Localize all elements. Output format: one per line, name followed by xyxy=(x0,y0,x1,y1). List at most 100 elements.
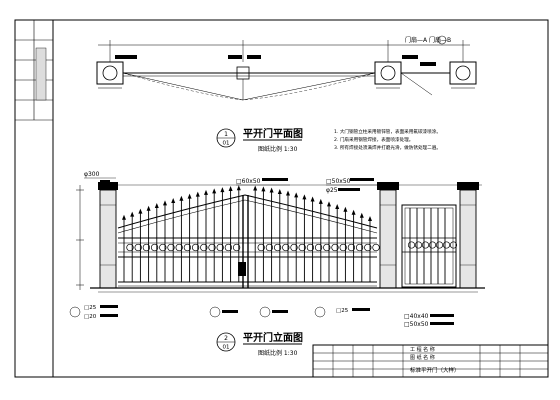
ring-ornament xyxy=(449,241,458,249)
drawing-label: 图 纸 名 称 xyxy=(410,354,435,361)
plan-view: 门扇—A 门扇—B 1 01 平开门平面图 图纸比例 1:30 1. 大门钢管立… xyxy=(96,35,477,153)
plan-notes: 1. 大门钢管立柱采用镀锌管，表面采用氟碳漆喷涂。 2. 门扇采用钢管焊接，表面… xyxy=(334,128,441,151)
spear-tip xyxy=(343,206,348,212)
ring-band xyxy=(407,241,458,249)
ring-ornament xyxy=(355,243,364,252)
elevation-title-block: 2 01 平开门立面图 图纸比例 1:30 xyxy=(216,331,303,357)
ring-ornament xyxy=(364,243,372,252)
spear-tip xyxy=(154,203,159,209)
ring-ornament xyxy=(167,243,175,252)
ring-ornament xyxy=(323,243,331,252)
elevation-pillar xyxy=(377,182,399,289)
elevation-view: φ300 □60x50 □50x50 φ25 □25 □20 □25 □40x4… xyxy=(69,171,485,357)
ring-ornament xyxy=(183,243,192,252)
spear-tip xyxy=(179,195,184,201)
spear-tip xyxy=(286,190,290,196)
elevation-scale: 图纸比例 1:30 xyxy=(258,349,298,357)
spear-tip xyxy=(261,186,266,192)
plan-title: 平开门平面图 xyxy=(243,127,303,140)
ring-ornament xyxy=(216,243,224,252)
callouts: φ300 □60x50 □50x50 φ25 □25 □20 □25 □40x4… xyxy=(69,171,454,328)
ring-ornament xyxy=(428,241,437,249)
title-block: 工 程 名 称 图 纸 名 称 标准平开门（大样） xyxy=(312,344,549,378)
callout-pipe: φ25 xyxy=(326,187,338,194)
ring-ornament xyxy=(257,243,265,252)
plan-index-bottom: 01 xyxy=(223,141,230,147)
ring-ornament xyxy=(142,243,151,252)
ring-ornament xyxy=(265,243,274,252)
spear-tip xyxy=(130,211,135,217)
picket-group xyxy=(409,208,446,284)
ring-ornament xyxy=(347,243,356,252)
spear-tip xyxy=(351,209,356,215)
ring-ornament xyxy=(208,243,216,252)
ring-ornament xyxy=(200,243,208,252)
pedestrian-gate xyxy=(401,204,458,288)
callout-post-b: □50x50 xyxy=(326,178,351,185)
plan-pillar xyxy=(449,61,477,89)
ring-ornament xyxy=(442,241,451,249)
plan-title-block: 1 01 平开门平面图 图纸比例 1:30 xyxy=(216,127,303,153)
main-gate xyxy=(117,185,380,288)
ring-ornament xyxy=(414,241,423,249)
ring-ornament xyxy=(372,243,380,252)
drawing-name: 标准平开门（大样） xyxy=(410,366,460,374)
spear-tip xyxy=(327,201,331,207)
spear-tip xyxy=(310,196,315,202)
spear-tip xyxy=(368,215,372,221)
spear-tip xyxy=(359,212,364,218)
ring-ornament xyxy=(150,243,159,252)
callout-post-a: □60x50 xyxy=(236,178,261,185)
plan-pillar xyxy=(374,61,402,89)
sheet-border xyxy=(14,19,549,378)
spear-tip xyxy=(335,203,340,209)
spear-tip xyxy=(187,193,192,199)
callout-frame-b: □50x50 xyxy=(404,321,429,328)
ring-ornament xyxy=(273,243,282,252)
spear-tip xyxy=(269,187,274,193)
project-label: 工 程 名 称 xyxy=(410,346,435,353)
spear-tip xyxy=(253,185,258,191)
ring-ornament xyxy=(134,243,142,252)
plan-pillar xyxy=(96,61,124,89)
spear-tip xyxy=(171,197,176,203)
ring-ornament xyxy=(159,243,167,252)
ring-ornament xyxy=(282,243,290,252)
spear-tip xyxy=(204,189,208,195)
plan-index-top: 1 xyxy=(224,131,228,138)
spear-tip xyxy=(302,194,307,200)
ring-ornament xyxy=(314,243,323,252)
ring-ornament xyxy=(126,243,134,252)
spear-tip xyxy=(122,214,126,220)
spear-tip xyxy=(163,200,167,206)
ring-ornament xyxy=(407,241,416,249)
ring-ornament xyxy=(290,243,298,252)
spear-tip xyxy=(228,186,233,192)
elevation-pillar xyxy=(98,182,118,289)
picket-group xyxy=(122,185,372,282)
elevation-index-top: 2 xyxy=(224,335,228,342)
ring-ornament xyxy=(232,243,241,252)
ring-band xyxy=(126,243,380,252)
callout-bar-c: □25 xyxy=(336,308,349,314)
elevation-pillar xyxy=(457,182,479,289)
plan-scale: 图纸比例 1:30 xyxy=(258,145,298,153)
callout-bar-b: □20 xyxy=(84,314,97,320)
callout-bar-a: □25 xyxy=(84,305,97,311)
spear-tip xyxy=(138,208,143,214)
ring-ornament xyxy=(331,243,339,252)
ring-ornament xyxy=(224,243,233,252)
ring-ornament xyxy=(175,243,183,252)
spear-tip xyxy=(195,191,200,197)
spear-tip xyxy=(146,205,151,211)
ring-ornament xyxy=(298,243,306,252)
spear-tip xyxy=(277,188,282,194)
ring-ornament xyxy=(435,241,444,249)
callout-frame-a: □40x40 xyxy=(404,313,429,320)
elevation-index-bottom: 01 xyxy=(223,345,230,351)
spear-tip xyxy=(318,198,323,204)
spear-tip xyxy=(212,188,217,194)
spear-tip xyxy=(220,187,225,193)
spear-tip xyxy=(294,192,299,198)
